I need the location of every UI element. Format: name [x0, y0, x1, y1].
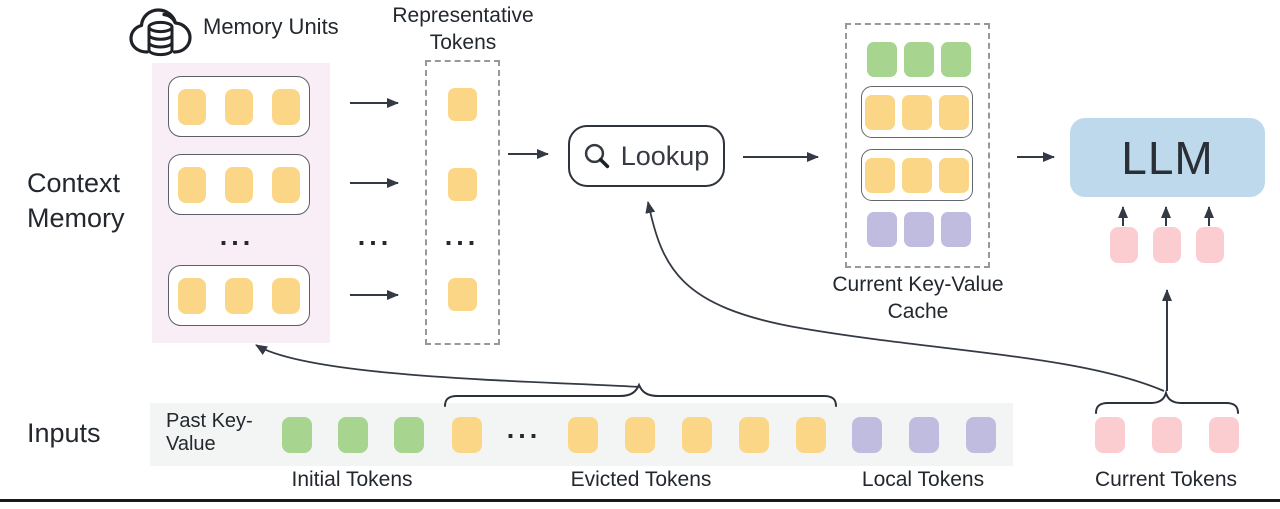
current-tokens-brace — [1095, 389, 1239, 414]
ellipsis: ... — [444, 220, 480, 251]
memory-unit — [168, 76, 310, 137]
yellow-token — [272, 166, 300, 203]
green-token — [394, 417, 424, 453]
purple-token — [966, 417, 996, 453]
ellipsis: ... — [219, 220, 255, 251]
current-tokens-label: Current Tokens — [1094, 468, 1238, 491]
green-token — [867, 42, 897, 77]
current-kv-cache-box — [845, 23, 990, 268]
yellow-token — [902, 94, 932, 130]
context-memory-label: Context Memory — [27, 168, 125, 233]
context-memory-panel — [152, 63, 330, 343]
cloud-database-icon — [129, 8, 192, 57]
ellipsis: ... — [357, 220, 393, 251]
lookup-label: Lookup — [620, 140, 710, 171]
cache-memory-unit-row — [861, 149, 973, 201]
yellow-token — [682, 417, 712, 453]
yellow-token — [568, 417, 598, 453]
purple-token — [909, 417, 939, 453]
yellow-token — [796, 417, 826, 453]
representative-tokens-box — [425, 60, 500, 345]
yellow-token — [452, 417, 482, 453]
search-icon — [584, 143, 609, 168]
evicted-tokens-group — [568, 417, 826, 453]
lookup-button[interactable]: Lookup — [568, 125, 725, 187]
yellow-token — [225, 277, 253, 314]
arrow-evicted-to-memory — [255, 344, 642, 388]
cache-memory-unit-row — [861, 86, 973, 138]
local-tokens-label: Local Tokens — [861, 468, 985, 491]
yellow-token — [272, 88, 300, 125]
yellow-token — [939, 94, 969, 130]
yellow-token — [225, 166, 253, 203]
pink-token — [1152, 417, 1182, 453]
pink-token — [1110, 227, 1138, 263]
figure-bottom-rule — [0, 499, 1280, 502]
green-token — [904, 42, 934, 77]
purple-token — [867, 212, 897, 247]
purple-token — [904, 212, 934, 247]
purple-token — [852, 417, 882, 453]
llm-box: LLM — [1070, 118, 1265, 197]
local-tokens-group — [852, 417, 996, 453]
pink-token — [1196, 227, 1224, 263]
yellow-token — [178, 88, 206, 125]
current-tokens-group — [1095, 417, 1239, 453]
memory-unit — [168, 154, 310, 215]
yellow-token — [272, 277, 300, 314]
yellow-token — [939, 157, 969, 193]
initial-tokens-group — [282, 417, 424, 453]
yellow-token — [625, 417, 655, 453]
current-kv-cache-label: Current Key-Value Cache — [832, 273, 1004, 323]
evicted-tokens-label: Evicted Tokens — [570, 468, 712, 491]
memory-units-label: Memory Units — [203, 14, 339, 39]
yellow-token — [448, 88, 477, 121]
yellow-token — [865, 94, 895, 130]
cache-initial-row — [867, 42, 971, 77]
representative-tokens-label: Representative Tokens — [392, 4, 534, 54]
purple-token — [941, 212, 971, 247]
yellow-token — [865, 157, 895, 193]
pink-token — [1095, 417, 1125, 453]
evicted-tokens-group — [452, 417, 482, 453]
yellow-token — [448, 168, 477, 201]
yellow-token — [902, 157, 932, 193]
inputs-label: Inputs — [27, 418, 101, 448]
ellipsis: ... — [506, 413, 542, 444]
yellow-token — [448, 278, 477, 311]
cache-local-row — [867, 212, 971, 247]
green-token — [282, 417, 312, 453]
past-key-value-label: Past Key-Value — [166, 410, 253, 455]
yellow-token — [178, 277, 206, 314]
green-token — [941, 42, 971, 77]
green-token — [338, 417, 368, 453]
memory-unit — [168, 265, 310, 326]
yellow-token — [739, 417, 769, 453]
pink-token — [1209, 417, 1239, 453]
yellow-token — [225, 88, 253, 125]
yellow-token — [178, 166, 206, 203]
pink-token — [1153, 227, 1181, 263]
llm-input-tokens — [1110, 227, 1224, 263]
initial-tokens-label: Initial Tokens — [291, 468, 413, 491]
